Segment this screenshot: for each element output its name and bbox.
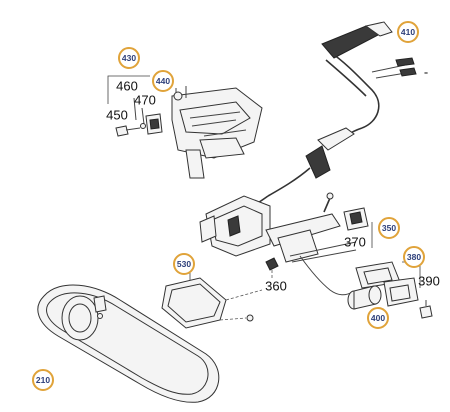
callout-440: 440 [152,70,174,92]
label-460: 460 [116,79,138,94]
cable-harness [235,127,363,215]
part-390-screw [419,300,433,319]
callout-350-text: 350 [382,223,396,233]
part-470-washer [140,107,146,129]
callout-530: 530 [173,253,195,275]
part-350-block [343,207,373,248]
part-460-pin [133,97,137,121]
label-450: 450 [106,108,128,123]
label-370: 370 [344,235,366,250]
callout-210-text: 210 [36,375,50,385]
callout-380: 380 [403,246,425,268]
label-360: 360 [265,279,287,294]
callout-350: 350 [378,217,400,239]
label-390: 390 [418,274,440,289]
part-360-nut [265,257,279,280]
callout-430-text: 430 [122,53,136,63]
callout-430: 430 [118,47,140,69]
part-400-cylinder [347,285,382,310]
callout-400: 400 [367,307,389,329]
callout-210: 210 [32,369,54,391]
part-410-cable-connector [321,21,417,129]
part-530-cover [161,272,263,329]
shaft-assembly [265,192,357,296]
part-440-clip [145,113,163,135]
part-450-screw [115,125,141,137]
callout-400-text: 400 [371,313,385,323]
label-470: 470 [134,93,156,108]
part-430-bracket-assembly [107,75,263,179]
part-380-bracket [355,261,421,307]
motor-housing [199,195,271,257]
callout-380-text: 380 [407,252,421,262]
callout-440-text: 440 [156,76,170,86]
callout-410-text: 410 [401,27,415,37]
part-210-housing [37,284,220,403]
callout-410: 410 [397,21,419,43]
callout-530-text: 530 [177,259,191,269]
label-minus: - [424,65,428,80]
